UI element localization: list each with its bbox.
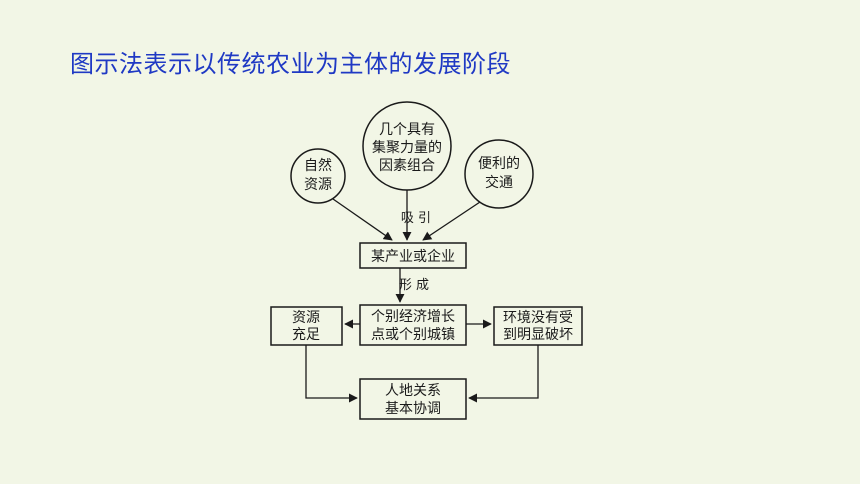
box-resources-line-2: 充足: [292, 327, 320, 343]
circle-natural-resources: 自然 资源: [290, 148, 346, 204]
box-resources-line-1: 资源: [292, 310, 320, 326]
box-industry-text: 某产业或企业: [371, 248, 455, 265]
arrow-natural-to-industry: [332, 198, 393, 241]
circle-natural-line-1: 自然: [304, 157, 332, 174]
circle-transport: 便利的 交通: [464, 139, 534, 209]
circle-factors-line-3: 因素组合: [379, 158, 435, 174]
box-industry-enterprise: 某产业或企业: [359, 242, 467, 269]
circle-factors-line-2: 集聚力量的: [372, 139, 442, 156]
circle-factors-line-1: 几个具有: [379, 122, 435, 138]
circle-transport-line-1: 便利的: [478, 156, 520, 172]
box-harmony-line-2: 基本协调: [385, 400, 441, 417]
arrow-resources-to-harmony: [305, 345, 358, 403]
box-human-land-harmony: 人地关系 基本协调: [359, 378, 467, 420]
circle-natural-line-2: 资源: [304, 177, 332, 193]
box-growth-points: 个别经济增长 点或个别城镇: [359, 304, 467, 346]
box-growth-line-1: 个别经济增长: [371, 309, 455, 325]
box-growth-line-2: 点或个别城镇: [371, 327, 455, 343]
label-attract: 吸 引: [401, 211, 431, 226]
box-environment-line-1: 环境没有受: [503, 310, 573, 326]
box-environment-line-2: 到明显破坏: [503, 327, 573, 343]
box-resources-sufficient: 资源 充足: [270, 306, 343, 346]
box-harmony-line-1: 人地关系: [385, 383, 441, 399]
box-environment-intact: 环境没有受 到明显破坏: [493, 306, 583, 346]
label-form: 形 成: [399, 278, 429, 293]
arrow-environment-to-harmony: [468, 345, 539, 403]
circle-agglomeration-factors: 几个具有 集聚力量的 因素组合: [362, 101, 452, 191]
page-title: 图示法表示以传统农业为主体的发展阶段: [70, 50, 511, 78]
arrow-transport-to-industry: [422, 201, 481, 241]
circle-transport-line-2: 交通: [485, 174, 513, 191]
